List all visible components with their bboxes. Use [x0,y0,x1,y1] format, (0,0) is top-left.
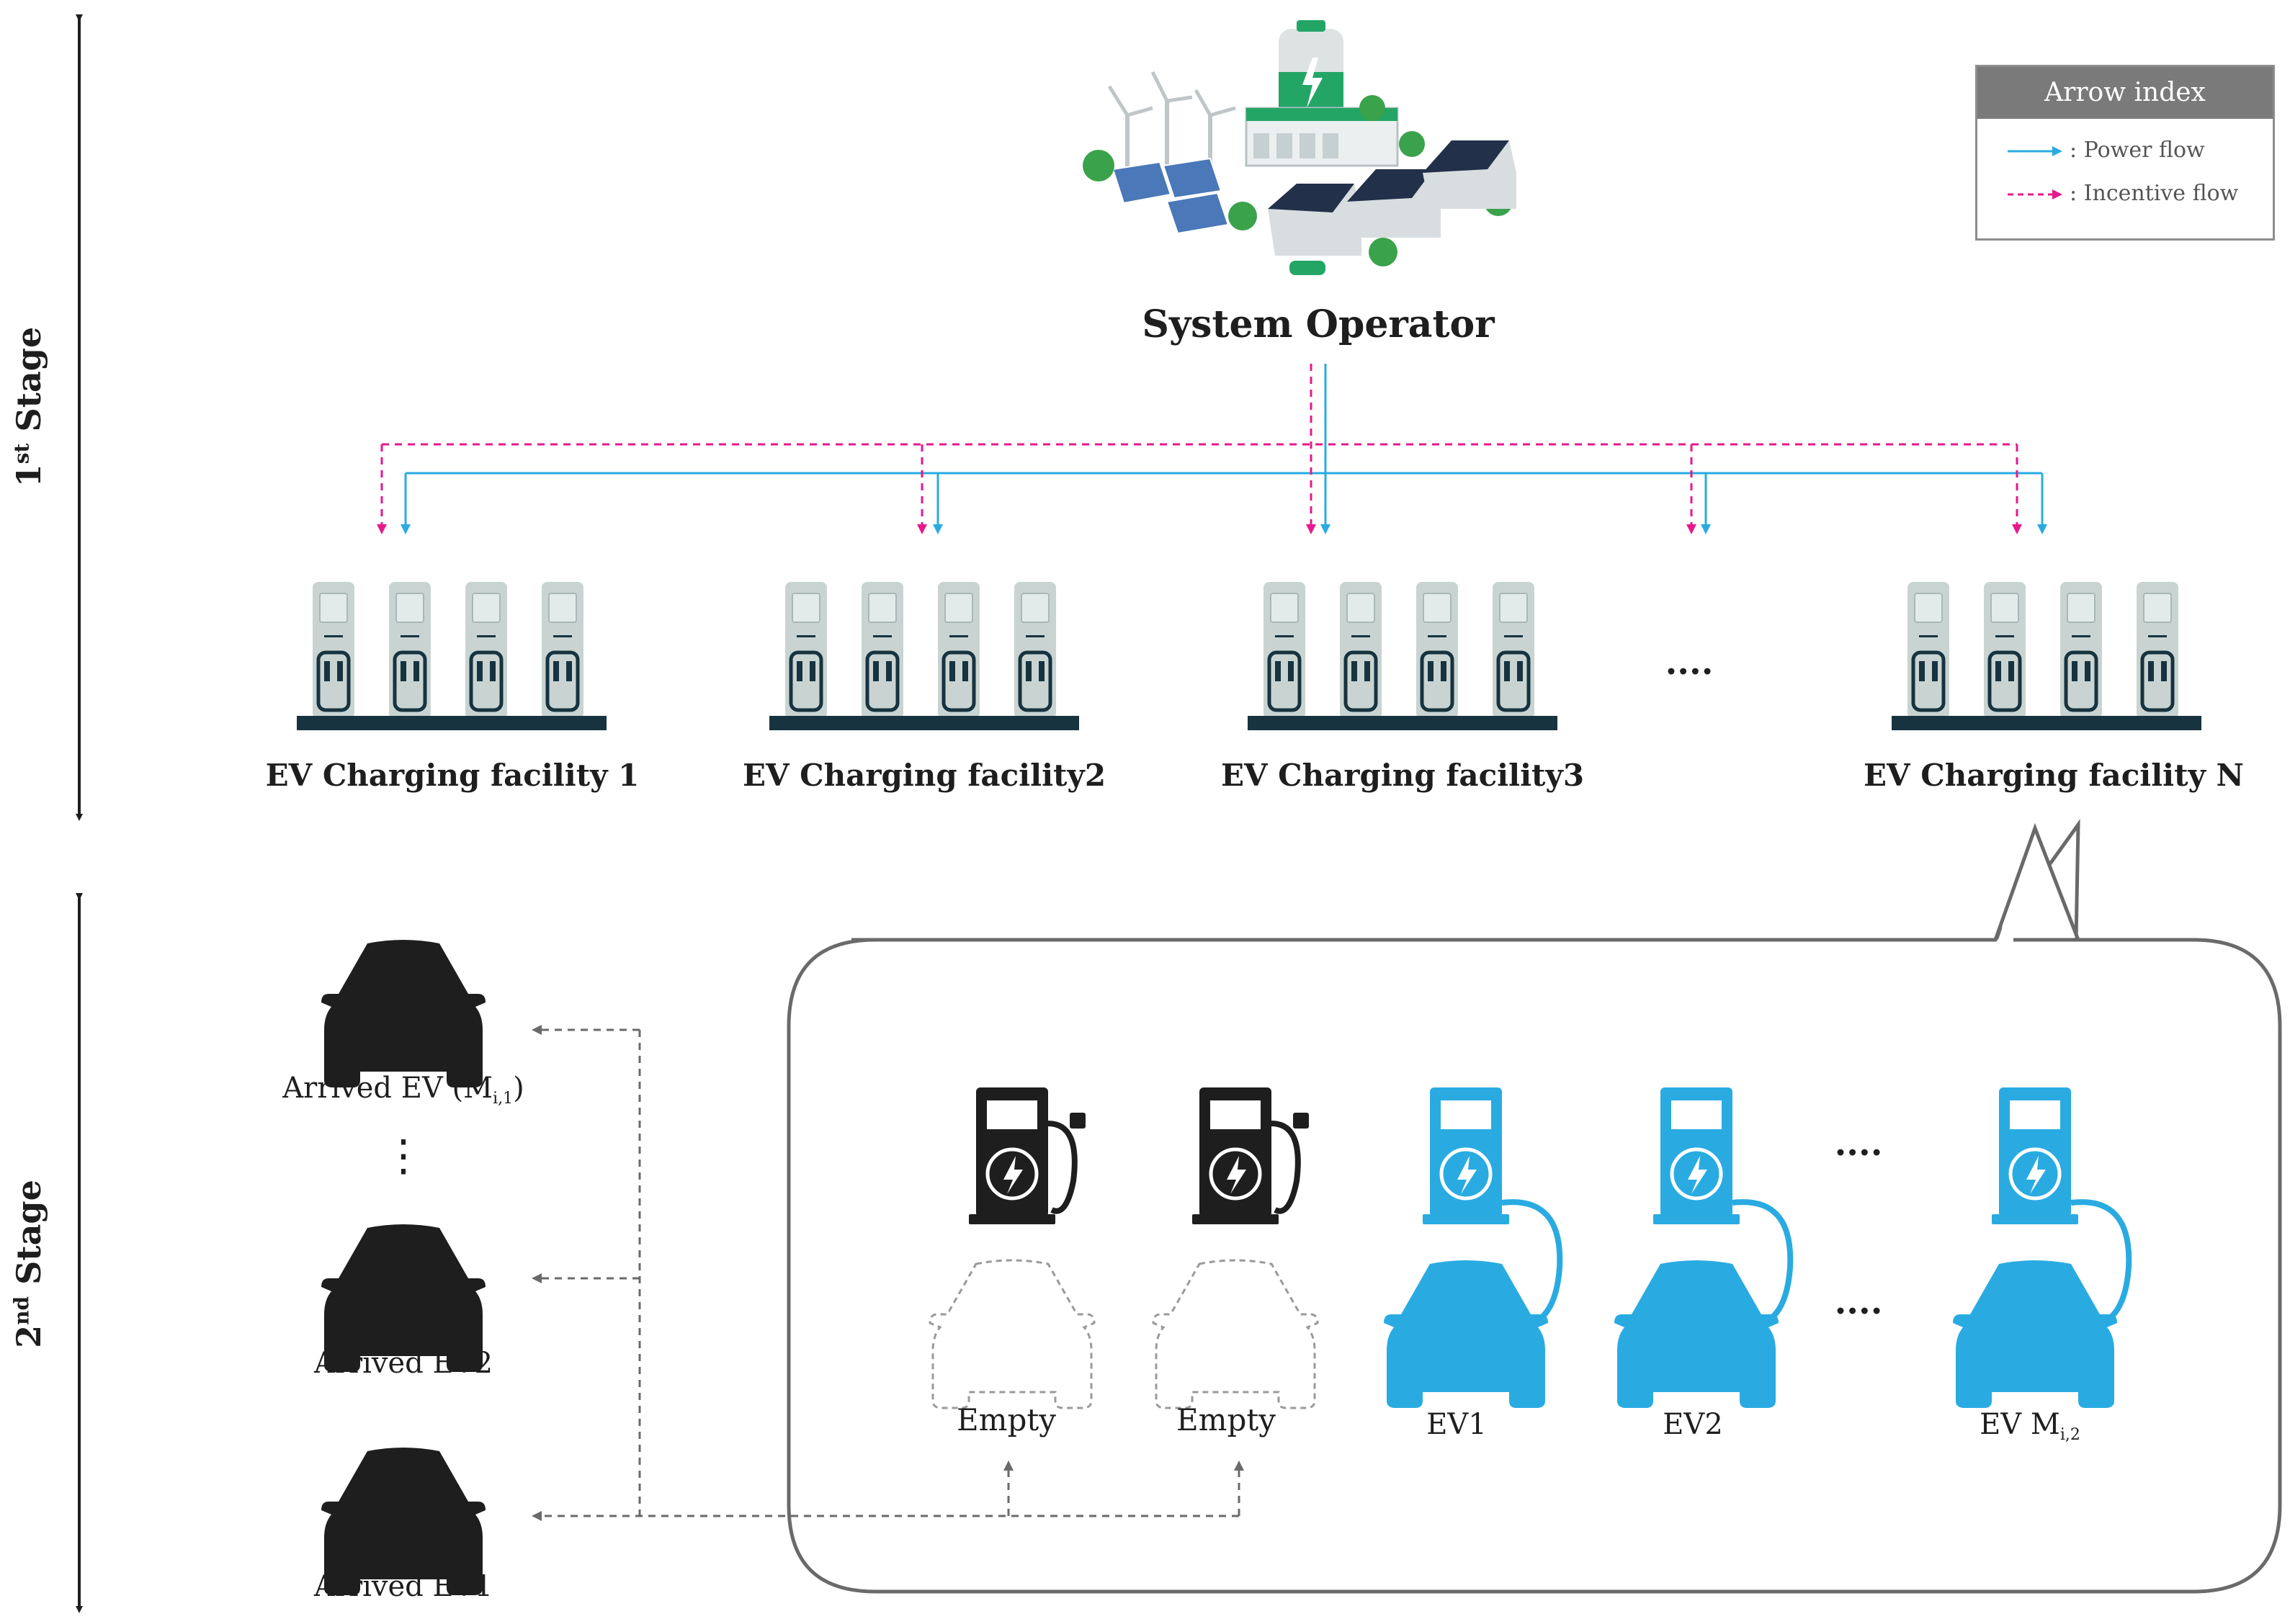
facility-n-label: EV Charging facility N [1864,758,2244,793]
ev1-label: EV1 [1426,1408,1487,1441]
facility-2-chargers [769,582,1079,730]
dispatch-arrows [532,1025,1244,1521]
ev2-slot [1614,1087,1794,1408]
slot-ellipsis-bottom: .... [1834,1282,1883,1322]
arrived-ev1-label: Arrived EV1 [313,1570,493,1603]
stage2-label: 2nd Stage [9,1180,48,1348]
facility-ellipsis: .... [1665,642,1714,683]
system-operator-label: System Operator [1142,302,1495,346]
arrived-ev-m-car [321,940,486,1087]
legend-power-flow: : Power flow [2006,136,2205,165]
detail-callout [787,819,2282,1594]
empty-slot-2 [1152,1087,1319,1409]
arrow-legend: Arrow index : Power flow : Incentive flo… [1975,65,2275,241]
empty-slot-1 [929,1087,1096,1409]
facility-3-chargers [1248,582,1557,730]
empty-slot-2-label: Empty [1176,1402,1276,1437]
stage1-label: 1st Stage [9,326,48,488]
arrived-ev-vertical-ellipsis: ⋮ [382,1131,425,1181]
facility-1-label: EV Charging facility 1 [265,758,640,793]
legend-power-flow-label: : Power flow [2070,138,2205,163]
slot-ellipsis-top: .... [1834,1123,1883,1164]
power-flow-lines [401,364,2047,534]
legend-incentive-flow: : Incentive flow [2006,179,2238,208]
empty-slot-1-label: Empty [957,1402,1056,1437]
facility-3-label: EV Charging facility3 [1220,758,1585,793]
facility-n-chargers [1892,582,2201,730]
arrived-ev-m-label: Arrived EV (Mi,1) [282,1072,524,1108]
facility-2-label: EV Charging facility2 [742,758,1106,793]
legend-incentive-flow-label: : Incentive flow [2070,181,2239,206]
facility-1-chargers [297,582,607,730]
incentive-flow-lines [377,364,2022,534]
incentive-flow-arrow-icon [2008,189,2062,199]
ev2-label: EV2 [1663,1408,1723,1441]
evm-slot [1953,1087,2132,1408]
legend-title: Arrow index [1977,67,2273,119]
power-flow-arrow-icon [2008,146,2062,156]
arrived-ev2-label: Arrived EV2 [313,1347,493,1380]
system-operator-illustration [1083,20,1516,275]
ev1-slot [1384,1087,1563,1408]
evm-label: EV Mi,2 [1980,1408,2080,1444]
